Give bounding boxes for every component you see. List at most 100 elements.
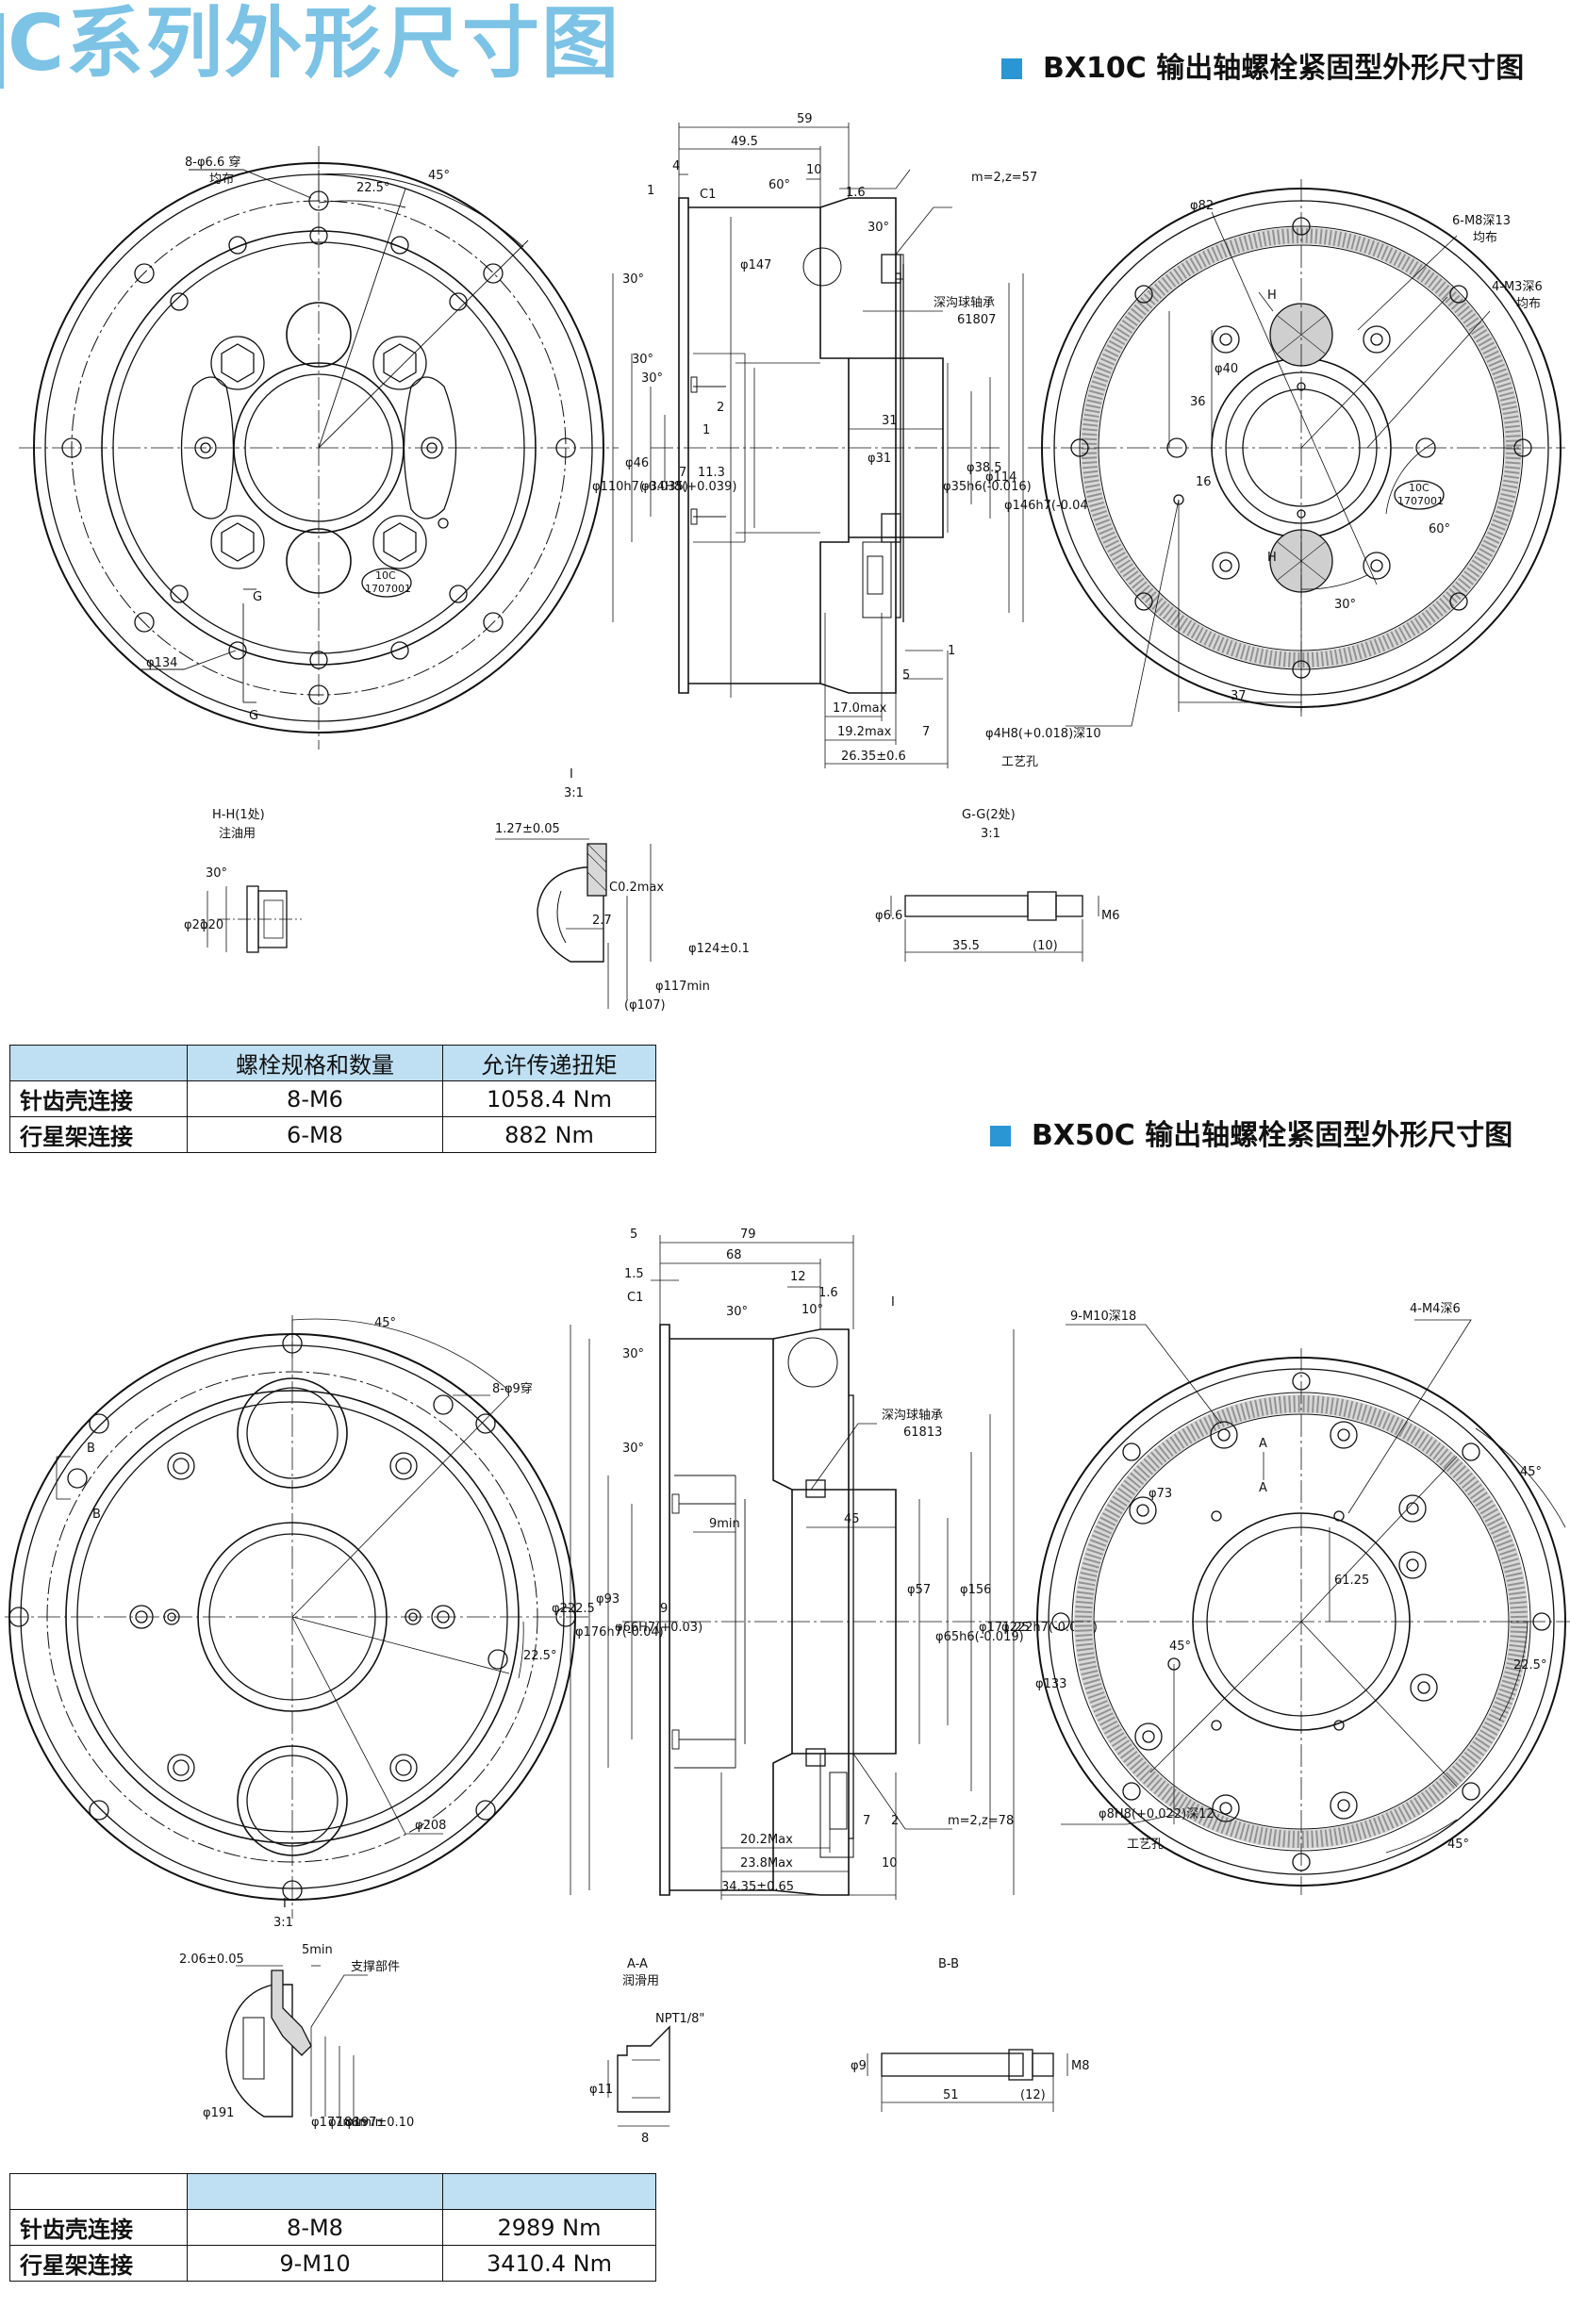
bx10c-d146: φ146h7(-0.046) [1004, 499, 1100, 513]
bx50c-d15: 1.5 [624, 1267, 644, 1281]
bx50c-i-d188: φ188min [328, 2116, 383, 2130]
bx50c-d202: 20.2Max [740, 1833, 793, 1847]
bx10c-rear-view [1028, 179, 1565, 727]
bx50c-a45c: 45° [1447, 1838, 1469, 1852]
bx50c-ang22: 22.5° [523, 1649, 556, 1663]
table-cell: 2989 Nm [442, 2209, 656, 2246]
bx10c-d46: φ46 [625, 456, 649, 470]
bx50c-i-title: I [283, 1897, 287, 1911]
table-row: 针齿壳连接 8-M8 2989 Nm [9, 2209, 656, 2246]
bx50c-i-support: 支撑部件 [351, 1960, 400, 1974]
bx50c-a30b: 30° [622, 1347, 644, 1361]
bx50c-bearing: 深沟球轴承 [882, 1409, 943, 1423]
bx10c-i-d27: 2.7 [592, 914, 612, 928]
table-cell: 行星架连接 [9, 2245, 188, 2282]
bx10c-m8: 6-M8深13 [1452, 214, 1511, 228]
bx10c-d7b: 7 [922, 725, 930, 739]
bx50c-detail-i [225, 1965, 368, 2118]
bx10c-detail-hh [207, 885, 302, 953]
bx50c-d2: 2 [891, 1814, 899, 1828]
bx10c-d2: 2 [717, 401, 724, 415]
table-header-cell [9, 2173, 188, 2210]
bx50c-d9min: 9min [709, 1517, 740, 1531]
bx50c-aa-d8: 8 [641, 2132, 649, 2146]
table-header-row: 螺栓规格和数量 允许传递扭矩 [9, 1045, 656, 1081]
bx10c-rnp1: 10C [1409, 482, 1430, 494]
bx10c-gg-d10: (10) [1033, 939, 1058, 953]
bx10c-bearing-no: 61807 [957, 313, 996, 327]
bx50c-d133: φ133 [1035, 1677, 1066, 1691]
bx10c-spec-table: 螺栓规格和数量 允许传递扭矩 针齿壳连接 8-M6 1058.4 Nm 行星架连… [9, 1045, 656, 1153]
bx10c-a30r: 30° [1334, 598, 1356, 612]
bx10c-d2635: 26.35±0.6 [841, 750, 906, 764]
table-cell: 882 Nm [442, 1116, 656, 1153]
bx50c-front-view [5, 1315, 589, 1919]
bx10c-d16r: 16 [1196, 475, 1212, 489]
bx10c-d113: 11.3 [698, 466, 725, 480]
bx10c-bearing: 深沟球轴承 [934, 296, 995, 310]
bx50c-bb-d51: 51 [943, 2088, 959, 2102]
bx10c-m3: 4-M3深6 [1492, 280, 1543, 294]
bx10c-d16: 1.6 [846, 186, 866, 200]
bx10c-gg-d66: φ6.6 [875, 909, 902, 923]
bx10c-a60: 60° [768, 178, 790, 192]
bx10c-i-d117: φ117min [655, 980, 710, 994]
bx10c-gg-m6: M6 [1101, 909, 1120, 923]
table-row: 行星架连接 9-M10 3410.4 Nm [9, 2245, 656, 2282]
table-cell: 8-M8 [187, 2209, 443, 2246]
bx50c-aa-sub: 润滑用 [622, 1974, 659, 1988]
bx10c-a30a: 30° [868, 221, 889, 235]
bx50c-d3435: 34.35±0.65 [721, 1880, 794, 1894]
bx50c-d66: φ66H7(+0.03) [615, 1621, 702, 1635]
bx10c-pin-sub: 工艺孔 [1001, 755, 1038, 769]
bx10c-d4: 4 [672, 159, 680, 173]
bx10c-holes-label: 8-φ6.6 穿 [185, 155, 240, 170]
bx10c-d82: φ82 [1190, 199, 1214, 213]
bx10c-detail-i [495, 838, 652, 1009]
bx50c-d93: φ93 [596, 1592, 620, 1607]
bx10c-d1b: 1 [702, 423, 710, 437]
table-header-cell: 允许传递扭矩 [442, 1045, 656, 1081]
bx10c-d1c: 1 [948, 644, 955, 658]
table-cell: 9-M10 [187, 2245, 443, 2282]
bx10c-hh-a30: 30° [206, 866, 227, 881]
table-cell: 针齿壳连接 [9, 1080, 188, 1117]
bx50c-d222: φ222h7(-0.046) [1001, 1621, 1098, 1635]
bx50c-d73: φ73 [1149, 1487, 1172, 1501]
table-header-cell [9, 1045, 188, 1081]
bx50c-detail-bb [867, 2049, 1068, 2112]
bx50c-c1: C1 [627, 1291, 643, 1305]
bx10c-d36: 36 [1190, 395, 1206, 409]
bx50c-aa-d11: φ11 [589, 2083, 613, 2097]
title-accent-bar [0, 13, 4, 89]
bx10c-d35: φ35h6(-0.016) [943, 480, 1032, 494]
table-cell: 8-M6 [187, 1080, 443, 1117]
bx50c-d2225: φ222.5 [552, 1602, 595, 1616]
bx10c-front-view [19, 146, 619, 750]
bx50c-i-scale: 3:1 [273, 1916, 293, 1930]
bx50c-a30c: 30° [622, 1442, 644, 1456]
bx10c-i-d124: φ124±0.1 [688, 942, 750, 956]
bx50c-bb-d12: (12) [1020, 2088, 1046, 2102]
bx10c-d31b: φ31 [868, 452, 891, 466]
bx10c-detail-gg [890, 891, 1099, 962]
bx10c-hh-d21: φ21 [184, 918, 207, 932]
bx10c-m8-sub: 均布 [1473, 231, 1497, 245]
bx50c-a30a: 30° [726, 1305, 748, 1319]
bx50c-d5: 5 [630, 1228, 637, 1242]
bx50c-d12: 12 [790, 1270, 806, 1284]
bx10c-i-d127: 1.27±0.05 [495, 822, 560, 836]
bx10c-hh-sub: 注油用 [219, 827, 256, 841]
bx10c-holes-sub: 均布 [209, 173, 234, 187]
table-header-cell [187, 2173, 443, 2210]
bx10c-d1: 1 [647, 184, 654, 198]
bx10c-gg-d355: 35.5 [952, 939, 980, 953]
bx10c-sec-g: G [253, 590, 262, 604]
bx10c-d7: 7 [679, 466, 686, 480]
bx50c-d17125: φ171.25 [979, 1621, 1030, 1635]
bx10c-d37: 37 [1231, 689, 1247, 703]
bx50c-d10: 10 [882, 1856, 898, 1871]
bx50c-d65: φ65h6(-0.019) [935, 1630, 1024, 1644]
section1-heading: BX10C 输出轴螺栓紧固型外形尺寸图 [1001, 55, 1524, 83]
